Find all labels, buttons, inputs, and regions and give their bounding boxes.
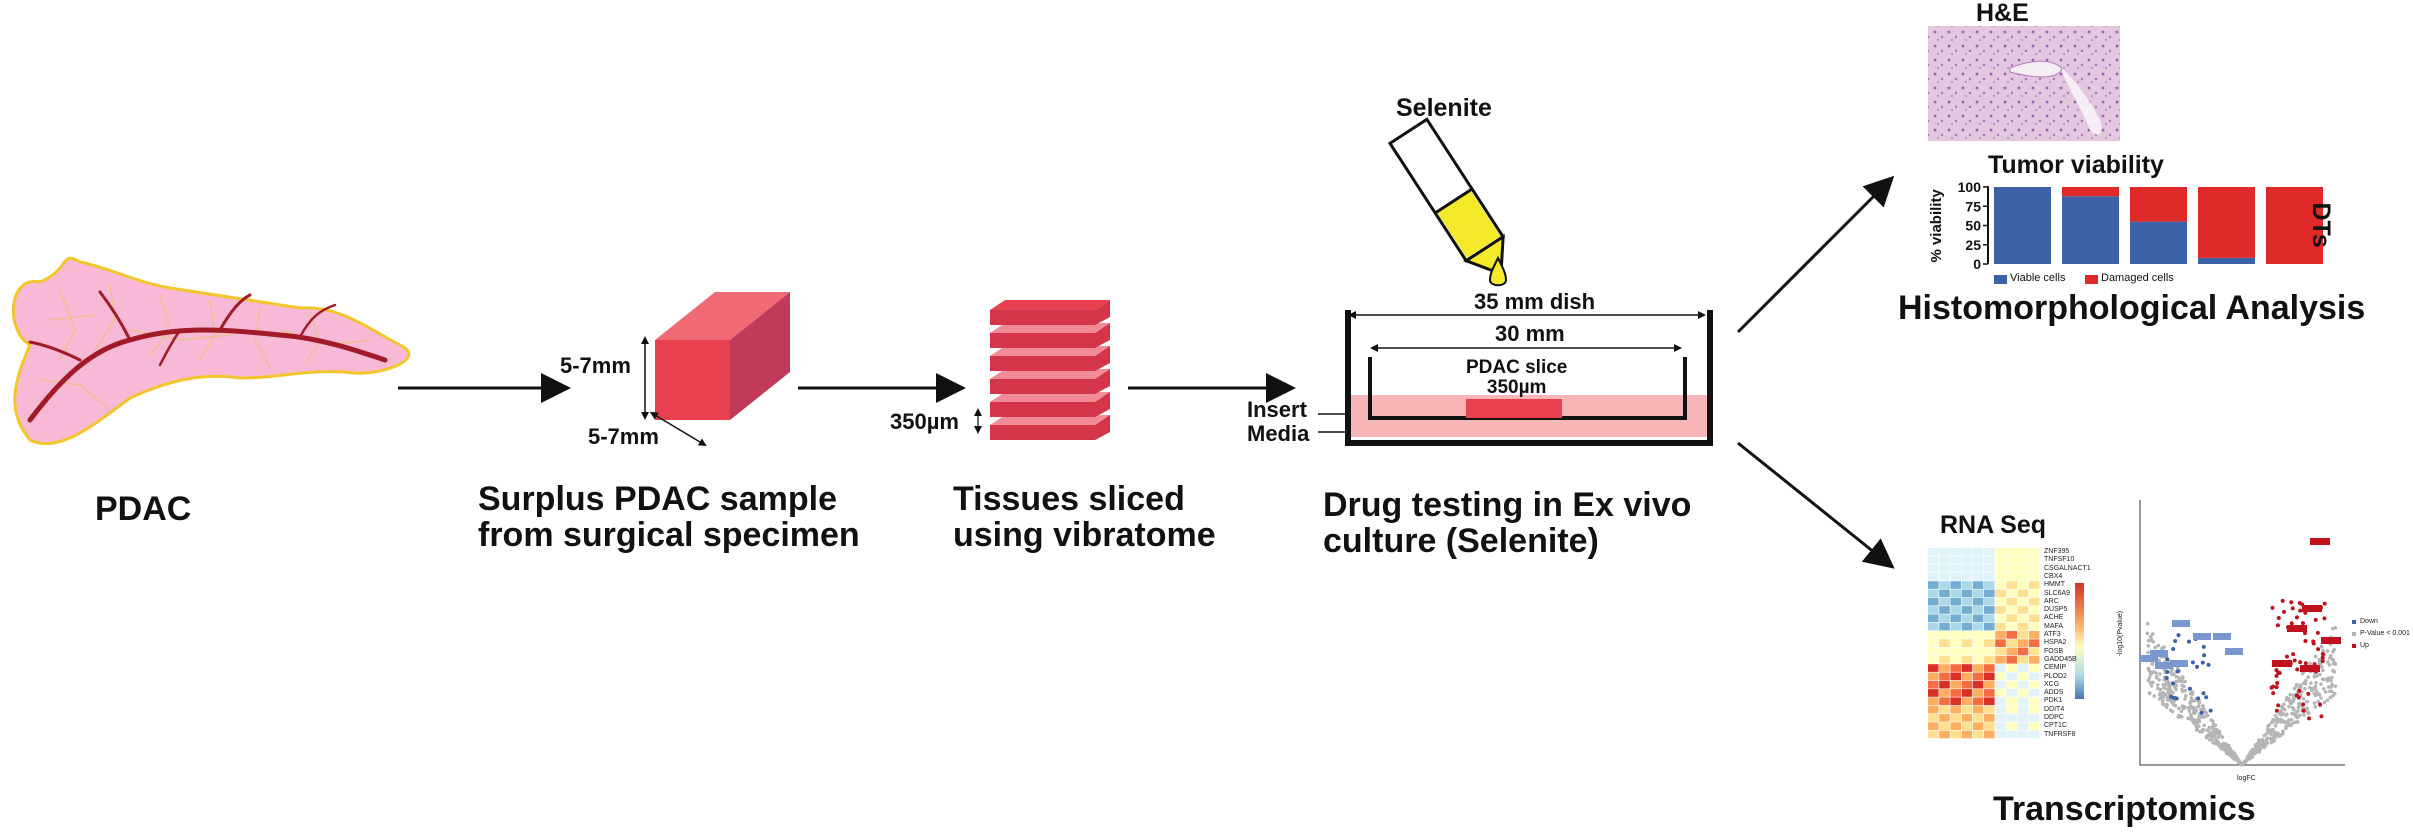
volcano-plot <box>2139 500 2356 767</box>
dts-label: DTs <box>2306 202 2335 248</box>
gene-label: HMMT <box>2044 581 2065 589</box>
culture-dish <box>1318 310 1713 446</box>
pdac-slice-text: PDAC slice <box>1466 357 1568 378</box>
step-sliced-line2: using vibratome <box>953 515 1216 554</box>
bar-viable-2 <box>2130 221 2187 264</box>
gene-label: ZNF395 <box>2044 548 2070 555</box>
gene-label: CBX4 <box>2044 572 2063 580</box>
bar-damaged-1 <box>2062 187 2119 197</box>
gene-label: ARC <box>2044 597 2059 605</box>
pancreas-illustration <box>11 256 410 446</box>
y-tick-label-100: 100 <box>1958 179 1982 195</box>
gene-label: GADD45B <box>2044 655 2077 663</box>
step-surplus-line1: Surplus PDAC sample <box>478 480 837 518</box>
legend-swatch-damaged <box>2085 275 2098 284</box>
selenite-label: Selenite <box>1396 94 1492 122</box>
gene-label: DDIT4 <box>2044 705 2065 713</box>
gene-label: SLC6A9 <box>2044 589 2071 597</box>
y-tick-label-0: 0 <box>1973 256 1981 272</box>
insert-width-label: 30 mm <box>1495 321 1565 346</box>
gene-label: CSGALNACT1 <box>2044 564 2091 572</box>
y-tick-label-50: 50 <box>1965 218 1981 234</box>
pdac-slice-label: PDAC slice 350µm <box>1466 358 1567 398</box>
bar-damaged-4 <box>2266 187 2323 264</box>
gene-label: XCG <box>2044 680 2060 688</box>
rnaseq-title: RNA Seq <box>1940 511 2047 539</box>
legend-swatch-viable <box>1994 275 2007 284</box>
gene-label: PLOD2 <box>2044 672 2067 680</box>
cube-depth-label: 5-7mm <box>588 424 659 449</box>
pdac-slice-thickness: 350µm <box>1486 376 1547 398</box>
dish-width-label: 35 mm dish <box>1474 289 1596 314</box>
gene-label: ADDS <box>2044 689 2064 697</box>
legend-viable-label: Viable cells <box>2010 272 2066 284</box>
step-surplus-line2: from surgical specimen <box>478 515 860 554</box>
viability-title: Tumor viability <box>1988 151 2164 179</box>
step-surplus-label: Surplus PDAC sample from surgical specim… <box>478 480 860 554</box>
step-drug-line1: Drug testing in Ex vivo <box>1323 486 1692 524</box>
step-pdac-label: PDAC <box>95 490 192 528</box>
gene-label: PDK1 <box>2044 697 2063 705</box>
insert-label: Insert <box>1247 397 1307 422</box>
volcano-ylabel: -log10(Pvalue) <box>2117 610 2125 657</box>
legend-damaged-label: Damaged cells <box>2101 272 2174 284</box>
gene-label: ATF3 <box>2044 631 2061 638</box>
flow-arrows <box>398 175 1895 569</box>
step-drug-label: Drug testing in Ex vivo culture (Selenit… <box>1323 486 1692 560</box>
media-label: Media <box>1247 421 1310 446</box>
bar-viable-1 <box>2062 196 2119 264</box>
bar-damaged-2 <box>2130 187 2187 222</box>
gene-label: ACHE <box>2044 614 2064 622</box>
bar-damaged-3 <box>2198 187 2255 258</box>
gene-label: MAFA <box>2044 622 2064 630</box>
bar-viable-3 <box>2198 257 2255 264</box>
volcano-legend-pvalue: P-Value < 0.001 <box>2360 630 2410 637</box>
rnaseq-heatmap <box>1928 548 2040 739</box>
gene-label: DUSP5 <box>2044 606 2068 614</box>
transcriptomics-title: Transcriptomics <box>1993 790 2256 828</box>
step-drug-line2: culture (Selenite) <box>1323 521 1599 560</box>
slice-stack <box>974 300 1110 440</box>
he-title: H&E <box>1976 0 2029 27</box>
volcano-xlabel: logFC <box>2237 775 2256 782</box>
y-tick-label-25: 25 <box>1965 237 1981 253</box>
viability-ylabel: % viability <box>1927 189 1945 263</box>
he-image <box>1928 26 2120 141</box>
gene-label: TNFSF10 <box>2044 556 2075 564</box>
tissue-cube <box>641 292 790 447</box>
gene-label: CPT1C <box>2044 722 2067 730</box>
y-tick-label-75: 75 <box>1965 198 1981 214</box>
volcano-legend-up: Up <box>2360 642 2369 649</box>
viability-chart: 0 25 50 75 100 <box>1958 179 2323 284</box>
gene-label: CEMIP <box>2044 664 2067 672</box>
selenite-dropper <box>1387 117 1508 287</box>
gene-label: FOSB <box>2044 647 2064 655</box>
bar-viable-0 <box>1994 187 2051 264</box>
viability-y-ticks: 0 25 50 75 100 <box>1958 179 1988 272</box>
viability-bars <box>1994 187 2323 264</box>
step-sliced-line1: Tissues sliced <box>953 480 1185 518</box>
histomorphological-title: Histomorphological Analysis <box>1898 289 2366 327</box>
slice-thickness-label: 350µm <box>890 409 959 434</box>
cube-height-label: 5-7mm <box>560 353 631 378</box>
gene-label: DDPC <box>2044 714 2064 721</box>
volcano-legend-down: Down <box>2360 618 2378 625</box>
heatmap-colorbar <box>2075 583 2084 699</box>
gene-label: HSPA2 <box>2044 639 2067 647</box>
step-sliced-label: Tissues sliced using vibratome <box>953 480 1216 554</box>
gene-label: TNFRSF8 <box>2044 730 2076 738</box>
